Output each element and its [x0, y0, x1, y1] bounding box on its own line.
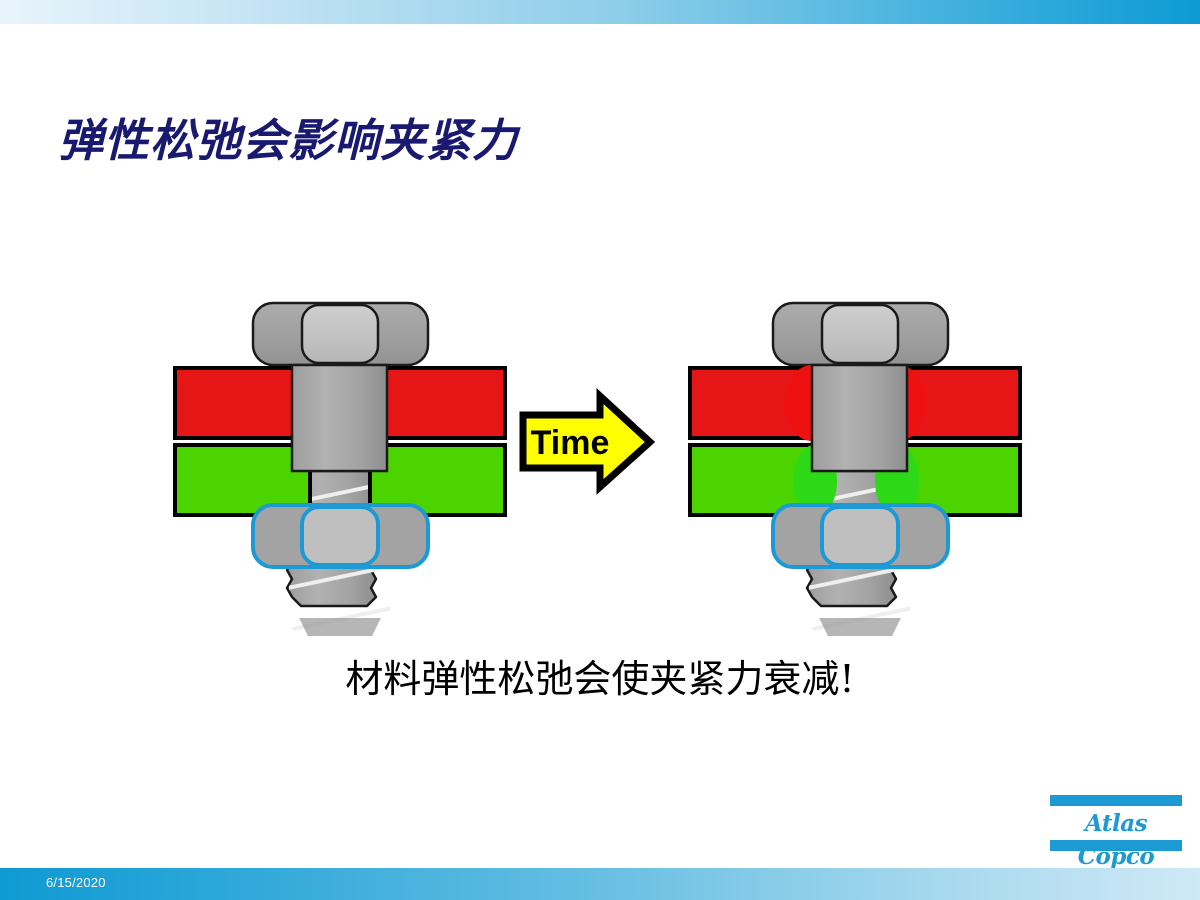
diagram-caption: 材料弹性松弛会使夹紧力衰减! [345, 657, 855, 701]
bolt-relaxation-diagram: Time [173, 301, 1022, 636]
logo-wordmark: Atlas Copco [1077, 810, 1155, 870]
plate-red-left-initial [173, 366, 312, 440]
arrow-shape [519, 388, 656, 495]
logo-bar-top [1050, 795, 1182, 806]
top-decorative-band [0, 0, 1200, 24]
time-arrow: Time [519, 388, 656, 495]
plate-red-right-initial [368, 366, 507, 440]
bolted-joint-relaxed [688, 301, 1022, 636]
slide-date: 6/15/2020 [46, 875, 106, 890]
arrow-label: Time [531, 424, 610, 462]
shank-over-plates [290, 363, 389, 473]
bolt-tip-chamfer-relaxed [819, 618, 901, 636]
bottom-decorative-band: 6/15/2020 [0, 868, 1200, 900]
bolt-head-initial [251, 301, 430, 367]
bolt-head-inner-face-relaxed [820, 303, 900, 365]
nut-relaxed [771, 503, 950, 569]
bolt-tip-chamfer [299, 618, 381, 636]
nut-initial [251, 503, 430, 569]
logo-bar-bottom [1050, 840, 1182, 851]
bolted-joint-initial [173, 301, 507, 636]
bolt-head-inner-face [300, 303, 380, 365]
nut-inner-face-relaxed [820, 505, 900, 567]
plate-green-right-initial [368, 443, 507, 517]
nut-inner-face [300, 505, 380, 567]
page-title: 弹性松弛会影响夹紧力 [58, 114, 519, 167]
shank-over-plates-relaxed [810, 363, 909, 473]
bolt-head-relaxed [771, 301, 950, 367]
atlas-copco-logo: Atlas Copco [1050, 795, 1182, 870]
